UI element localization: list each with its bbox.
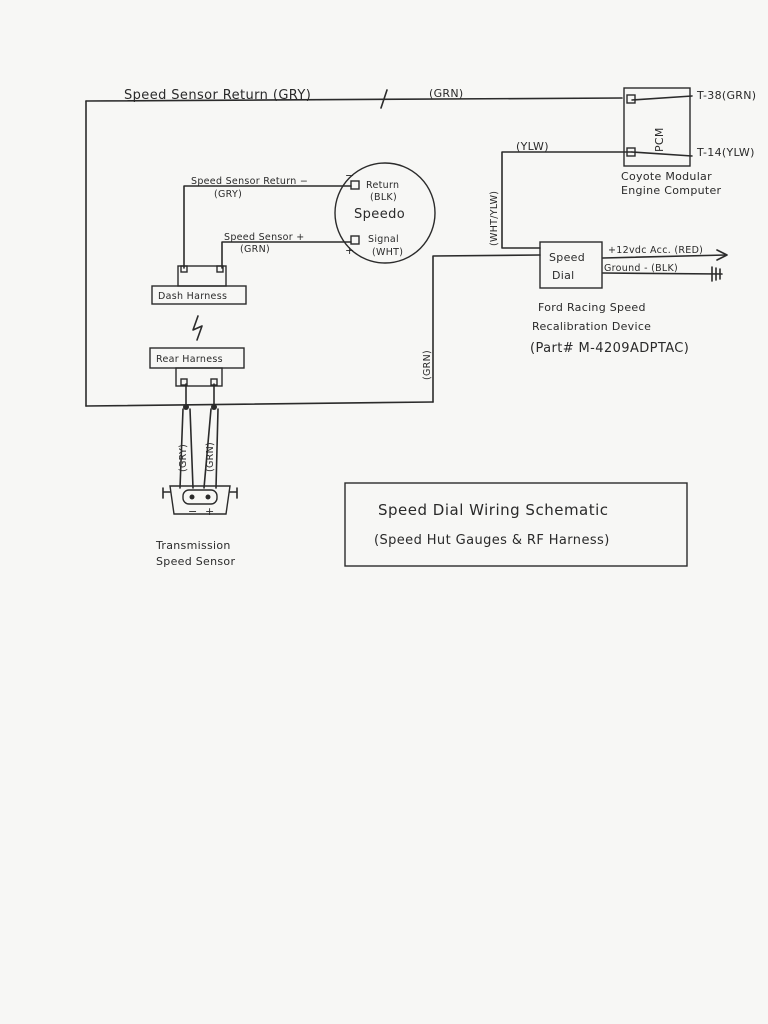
title-line2: (Speed Hut Gauges & RF Harness): [374, 533, 610, 548]
speedo-sensor-wire-label2: (GRN): [240, 244, 270, 255]
speed-dial-power-label: +12vdc Acc. (RED): [608, 245, 703, 256]
grn-vertical-label: (GRN): [422, 350, 433, 380]
title-box: Speed Dial Wiring Schematic (Speed Hut G…: [344, 482, 688, 567]
speed-dial-line2: Dial: [552, 269, 575, 282]
speedo-minus-mark: −: [345, 169, 355, 182]
speed-dial-caption-line3: (Part# M-4209ADPTAC): [530, 341, 689, 356]
dash-harness-box: [151, 285, 247, 305]
ground-icon: [711, 266, 721, 282]
speed-dial-caption-line1: Ford Racing Speed: [538, 301, 646, 314]
dash-harness-label: Dash Harness: [158, 291, 227, 302]
wiring-lines: [85, 89, 728, 489]
speed-dial-box: [539, 241, 603, 289]
pcm-t14-lead: [631, 151, 693, 157]
pcm-t38-lead: [631, 95, 693, 101]
speedo-signal-lead: [221, 241, 352, 269]
ylw-label: (YLW): [516, 140, 549, 153]
trans-sensor-plus: +: [205, 505, 215, 518]
pcm-pin-t14-label: T-14(YLW): [696, 146, 755, 159]
trans-sensor-plug: [182, 489, 218, 505]
pcm-caption-line1: Coyote Modular: [621, 170, 712, 183]
speed-dial-ground-label: Ground - (BLK): [604, 263, 678, 274]
trans-sensor-pin-left: [189, 494, 195, 500]
power-lead: [602, 254, 727, 259]
ylw-wire: [501, 151, 633, 249]
speedo-return-pin-label: Return: [366, 180, 399, 191]
wire-break-mark: [380, 89, 388, 109]
pcm-pin-t14: [626, 147, 636, 157]
top-grn-label: (GRN): [429, 87, 463, 100]
trans-gry-lead-b: [189, 408, 194, 489]
speedo-return-lead: [183, 185, 352, 269]
speedo-sensor-wire-label1: Speed Sensor +: [224, 232, 305, 243]
speedo-return-color: (BLK): [370, 192, 397, 203]
title-line1: Speed Dial Wiring Schematic: [378, 501, 609, 519]
transmission-sensor: − +: [162, 485, 238, 518]
trans-sensor-ear-right: [229, 487, 238, 499]
speedo-gauge: − + Return (BLK) Speedo Signal (WHT): [334, 162, 436, 264]
pcm-box: [623, 87, 691, 167]
junction-dot-left: [183, 404, 189, 410]
trans-caption-line2: Speed Sensor: [156, 555, 235, 568]
grn-vertical-wire: [432, 254, 541, 403]
rear-harness-connector: [175, 367, 223, 387]
speedo-return-pin: [350, 180, 360, 190]
pcm-caption-line2: Engine Computer: [621, 184, 722, 197]
dash-harness-connector: [177, 265, 227, 287]
ground-lead: [602, 272, 723, 275]
speedo-plus-mark: +: [345, 244, 355, 257]
speedo-signal-pin: [350, 235, 360, 245]
trans-sensor-minus: −: [188, 505, 198, 518]
trans-gry-label: (GRY): [178, 444, 189, 472]
bottom-harness-wire: [85, 401, 434, 407]
trans-sensor-ear-left: [162, 487, 171, 499]
speed-dial-line1: Speed: [549, 251, 585, 264]
power-arrow-icon: [716, 249, 728, 261]
speedo-signal-color: (WHT): [372, 247, 403, 258]
speed-dial-caption-line2: Recalibration Device: [532, 320, 651, 333]
junction-dot-right: [211, 404, 217, 410]
pcm-pin-t38: [626, 94, 636, 104]
speedo-circle: [334, 162, 436, 264]
title-frame: [344, 482, 688, 567]
trans-gry-lead-a: [179, 408, 184, 489]
dash-harness-pin-left: [180, 265, 188, 273]
dash-harness: Dash Harness: [151, 265, 247, 305]
trans-sensor-body: [169, 485, 231, 515]
pcm-pin-t38-label: T-38(GRN): [696, 89, 756, 102]
pcm-module: PCM: [623, 87, 691, 167]
speedo-return-wire-label1: Speed Sensor Return −: [191, 176, 308, 187]
trans-grn-lead-b: [215, 408, 219, 489]
speedo-return-wire-label2: (GRY): [214, 189, 242, 200]
trans-sensor-pin-right: [205, 494, 211, 500]
trans-grn-label: (GRN): [205, 442, 216, 472]
harness-link-bolt: [192, 315, 203, 341]
trans-grn-lead-a: [203, 408, 212, 489]
rear-harness-label: Rear Harness: [156, 354, 223, 365]
trans-caption-line1: Transmission: [155, 539, 231, 552]
speedo-title: Speedo: [354, 207, 405, 222]
wht-ylw-label: (WHT/YLW): [489, 191, 500, 246]
rear-harness: Rear Harness: [149, 347, 245, 387]
speed-dial-module: Speed Dial: [539, 241, 603, 289]
speed-sensor-return-wire: [85, 97, 623, 102]
rear-harness-pin-right: [210, 378, 218, 386]
dash-harness-pin-right: [216, 265, 224, 273]
rear-harness-pin-left: [180, 378, 188, 386]
pcm-label: PCM: [653, 127, 666, 152]
speed-sensor-return-label: Speed Sensor Return (GRY): [124, 88, 311, 103]
speedo-signal-pin-label: Signal: [368, 234, 399, 245]
